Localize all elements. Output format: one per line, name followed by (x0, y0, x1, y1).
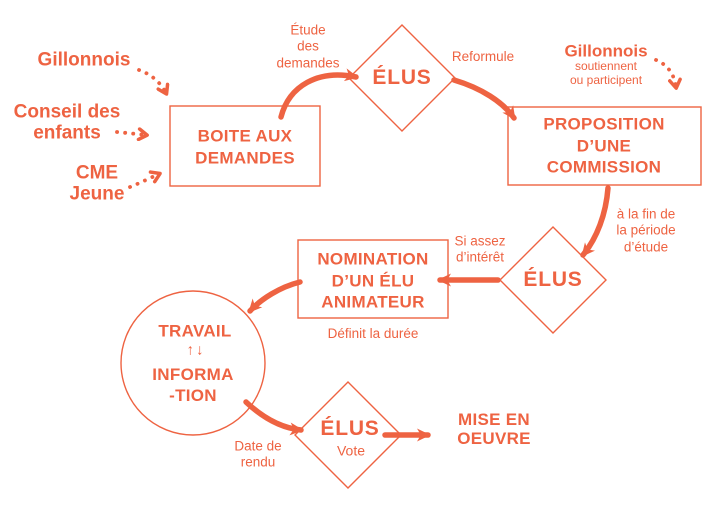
node-proposition-commission-label: PROPOSITION D’UNE COMMISSION (543, 114, 665, 177)
dotted-arrow-cme-to-boite (128, 170, 162, 189)
edge-label-etude-des-demandes: Étude des demandes (276, 22, 340, 71)
arrow-boite-to-elus (278, 68, 359, 120)
decision-elus-3-label: ÉLUS (320, 416, 380, 440)
exchange-arrows-icon: ↑↓ (186, 341, 206, 359)
arrow-nomination-to-travail (247, 279, 303, 314)
node-travail-label: TRAVAIL (158, 321, 232, 341)
decision-elus-3-diamond (294, 381, 402, 489)
decision-elus-1-diamond (348, 24, 456, 132)
arrow-proposition-to-elus (580, 185, 611, 258)
decision-elus-2-diamond (499, 226, 607, 334)
node-mise-en-oeuvre-label: MISE EN OEUVRE (457, 409, 531, 448)
label-source-gillonnois: Gillonnois (37, 49, 131, 71)
node-travail-information-circle (120, 290, 266, 436)
node-boite-aux-demandes-label: BOITE AUX DEMANDES (195, 126, 295, 167)
edge-label-fin-de-periode: à la fin de la période d’étude (616, 206, 676, 255)
dotted-arrow-conseil-to-boite (115, 127, 149, 142)
node-proposition-commission-box (507, 106, 702, 186)
label-source-conseil-des-enfants: Conseil des enfants (13, 101, 121, 144)
label-gillonnois-support-subtitle: soutiennent ou participent (569, 58, 643, 87)
decision-elus-3-vote-label: Vote (336, 442, 366, 459)
dotted-arrow-gillonnois-to-commission (654, 58, 682, 90)
dotted-arrow-gillonnois-to-boite (137, 68, 170, 96)
edge-label-reformule: Reformule (451, 48, 515, 64)
edge-label-definit-la-duree: Définit la durée (327, 325, 419, 341)
decision-elus-2-label: ÉLUS (523, 267, 583, 291)
node-information-label: INFORMA -TION (152, 364, 234, 405)
arrow-elus-to-proposition (451, 77, 517, 121)
label-source-cme-jeune: CME Jeune (69, 162, 125, 205)
decision-elus-1-label: ÉLUS (372, 65, 432, 89)
node-nomination-elu-animateur-label: NOMINATION D’UN ÉLU ANIMATEUR (317, 249, 429, 312)
edge-label-si-assez-interet: Si assez d’intérêt (454, 233, 506, 265)
arrow-travail-to-elus (243, 399, 304, 436)
edge-label-date-de-rendu: Date de rendu (234, 438, 282, 470)
label-gillonnois-support-title: Gillonnois (564, 41, 648, 61)
node-boite-aux-demandes-box (169, 105, 321, 187)
